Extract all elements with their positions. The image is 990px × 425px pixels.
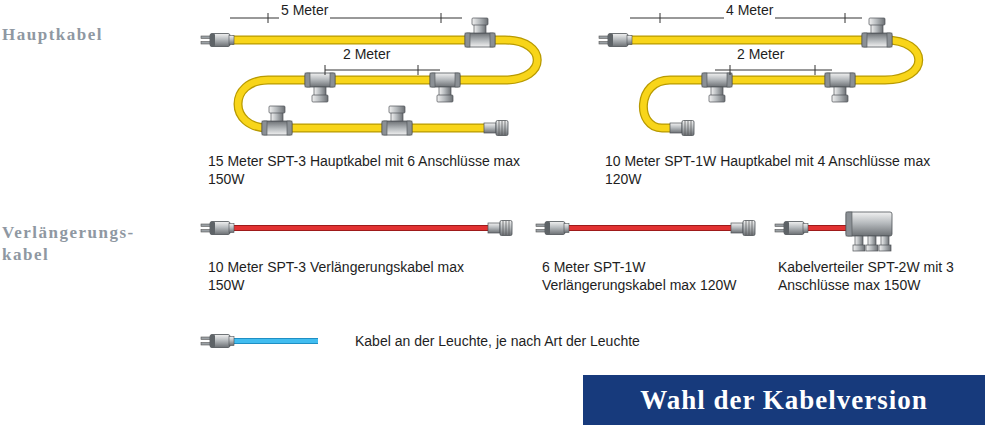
cable-caption: 10 Meter SPT-1W Hauptkabel mit 4 Anschlü… (605, 152, 950, 188)
cable-caption: Kabelverteiler SPT-2W mit 3 Anschlüsse m… (778, 258, 983, 294)
section-heading: Verlängerungs- kabel (2, 222, 180, 266)
title-banner: Wahl der Kabelversion (583, 375, 985, 425)
cable-caption: 15 Meter SPT-3 Hauptkabel mit 6 Anschlüs… (208, 152, 543, 188)
dimension-label: 2 Meter (735, 45, 786, 63)
cable-caption: Kabel an der Leuchte, je nach Art der Le… (355, 332, 775, 350)
cable-caption: 10 Meter SPT-3 Verlängerungskabel max 15… (208, 258, 470, 294)
dimension-label: 5 Meter (279, 1, 330, 19)
title: Wahl der Kabelversion (640, 385, 928, 416)
cable-caption: 6 Meter SPT-1W Verlängerungskabel max 12… (542, 258, 766, 294)
dimension-label: 2 Meter (341, 45, 392, 63)
section-heading: Hauptkabel (2, 24, 182, 46)
dimension-label: 4 Meter (724, 1, 775, 19)
